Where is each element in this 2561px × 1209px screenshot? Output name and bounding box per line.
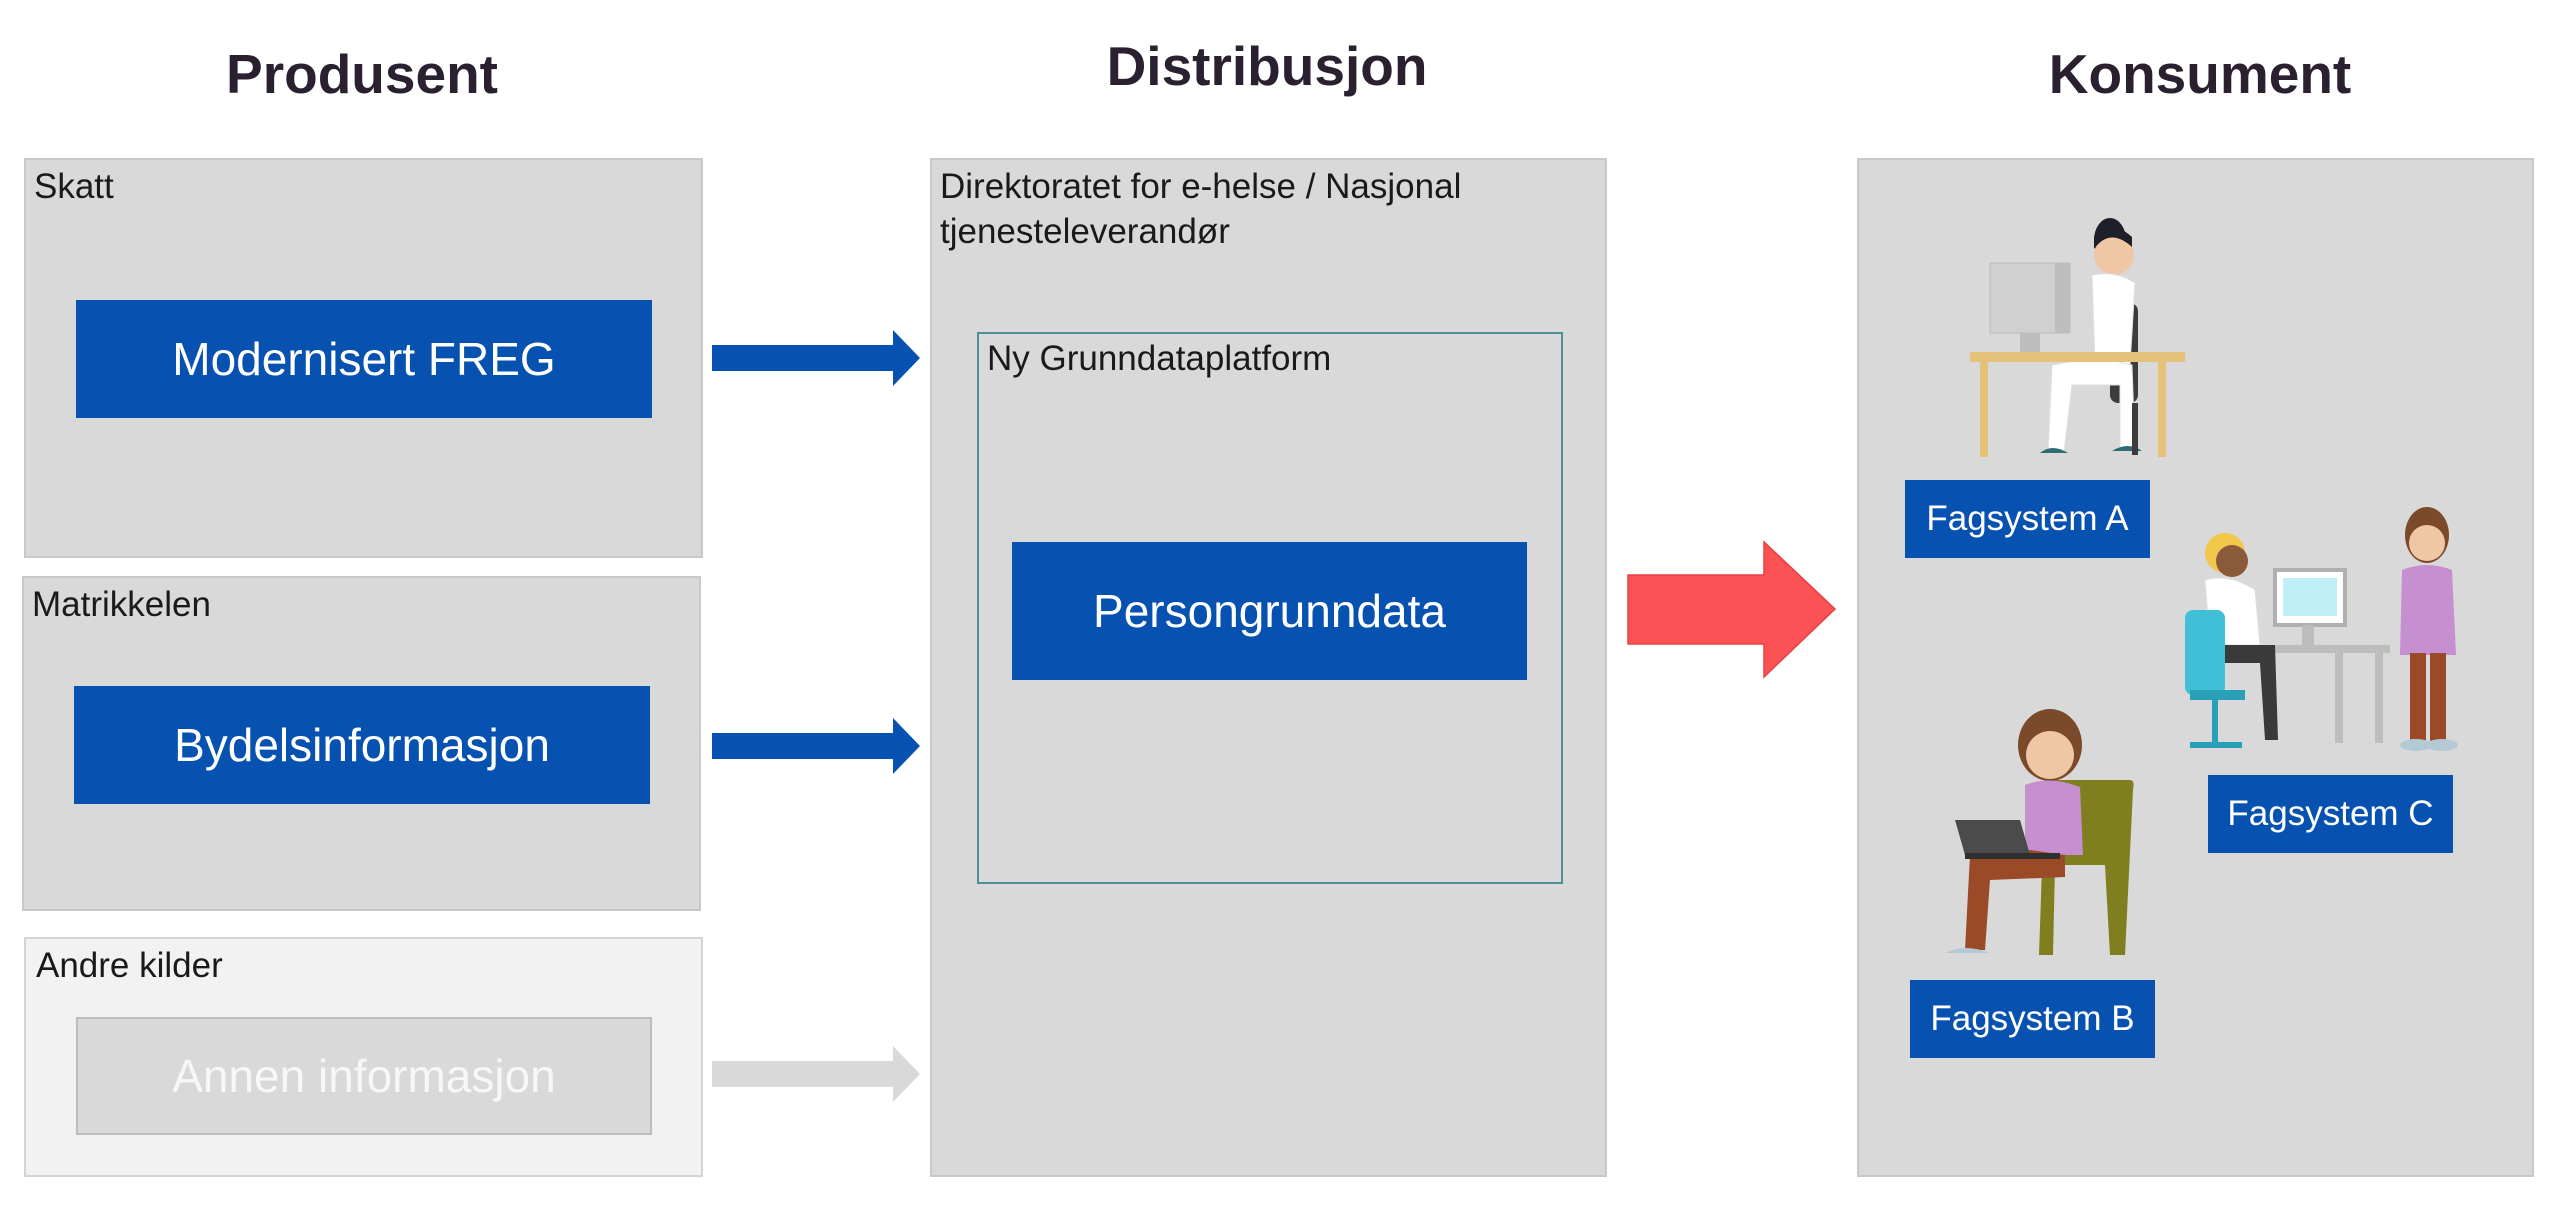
arrow-to-konsument-icon	[1627, 540, 1837, 679]
box-bydelsinformasjon: Bydelsinformasjon	[74, 686, 650, 804]
arrow-freg-icon	[712, 330, 920, 386]
arrow-annen-icon	[712, 1046, 920, 1102]
panel-label-direktoratet-line2: tjenesteleverandør	[940, 212, 1230, 251]
panel-distribusjon: Direktoratet for e-helse / Nasjonal tjen…	[930, 158, 1607, 1177]
panel-label-direktoratet-line1: Direktoratet for e-helse / Nasjonal	[940, 167, 1462, 206]
label-ny-grunndataplatform: Ny Grunndataplatform	[987, 339, 1332, 378]
label-fagsystem-b: Fagsystem B	[1910, 980, 2155, 1058]
box-annen-informasjon: Annen informasjon	[76, 1017, 652, 1135]
header-distribusjon: Distribusjon	[1106, 35, 1428, 97]
box-modernisert-freg: Modernisert FREG	[76, 300, 652, 418]
frame-grunndataplatform: Ny Grunndataplatform Persongrunndata	[977, 332, 1563, 884]
panel-matrikkelen: Matrikkelen Bydelsinformasjon	[22, 576, 701, 911]
person-at-desk-icon	[1970, 218, 2185, 457]
panel-andre-kilder: Andre kilder Annen informasjon	[24, 937, 703, 1177]
arrow-bydel-icon	[712, 718, 920, 774]
panel-label-andre-kilder: Andre kilder	[36, 946, 223, 985]
people-at-computer-icon	[2185, 507, 2458, 751]
label-fagsystem-a: Fagsystem A	[1905, 480, 2150, 558]
panel-label-skatt: Skatt	[34, 167, 114, 206]
label-fagsystem-c: Fagsystem C	[2208, 775, 2453, 853]
person-with-laptop-icon	[1945, 709, 2134, 955]
panel-label-matrikkelen: Matrikkelen	[32, 585, 211, 624]
header-konsument: Konsument	[2048, 43, 2352, 105]
panel-skatt: Skatt Modernisert FREG	[24, 158, 703, 558]
header-produsent: Produsent	[226, 43, 498, 105]
box-persongrunndata: Persongrunndata	[1012, 542, 1527, 680]
